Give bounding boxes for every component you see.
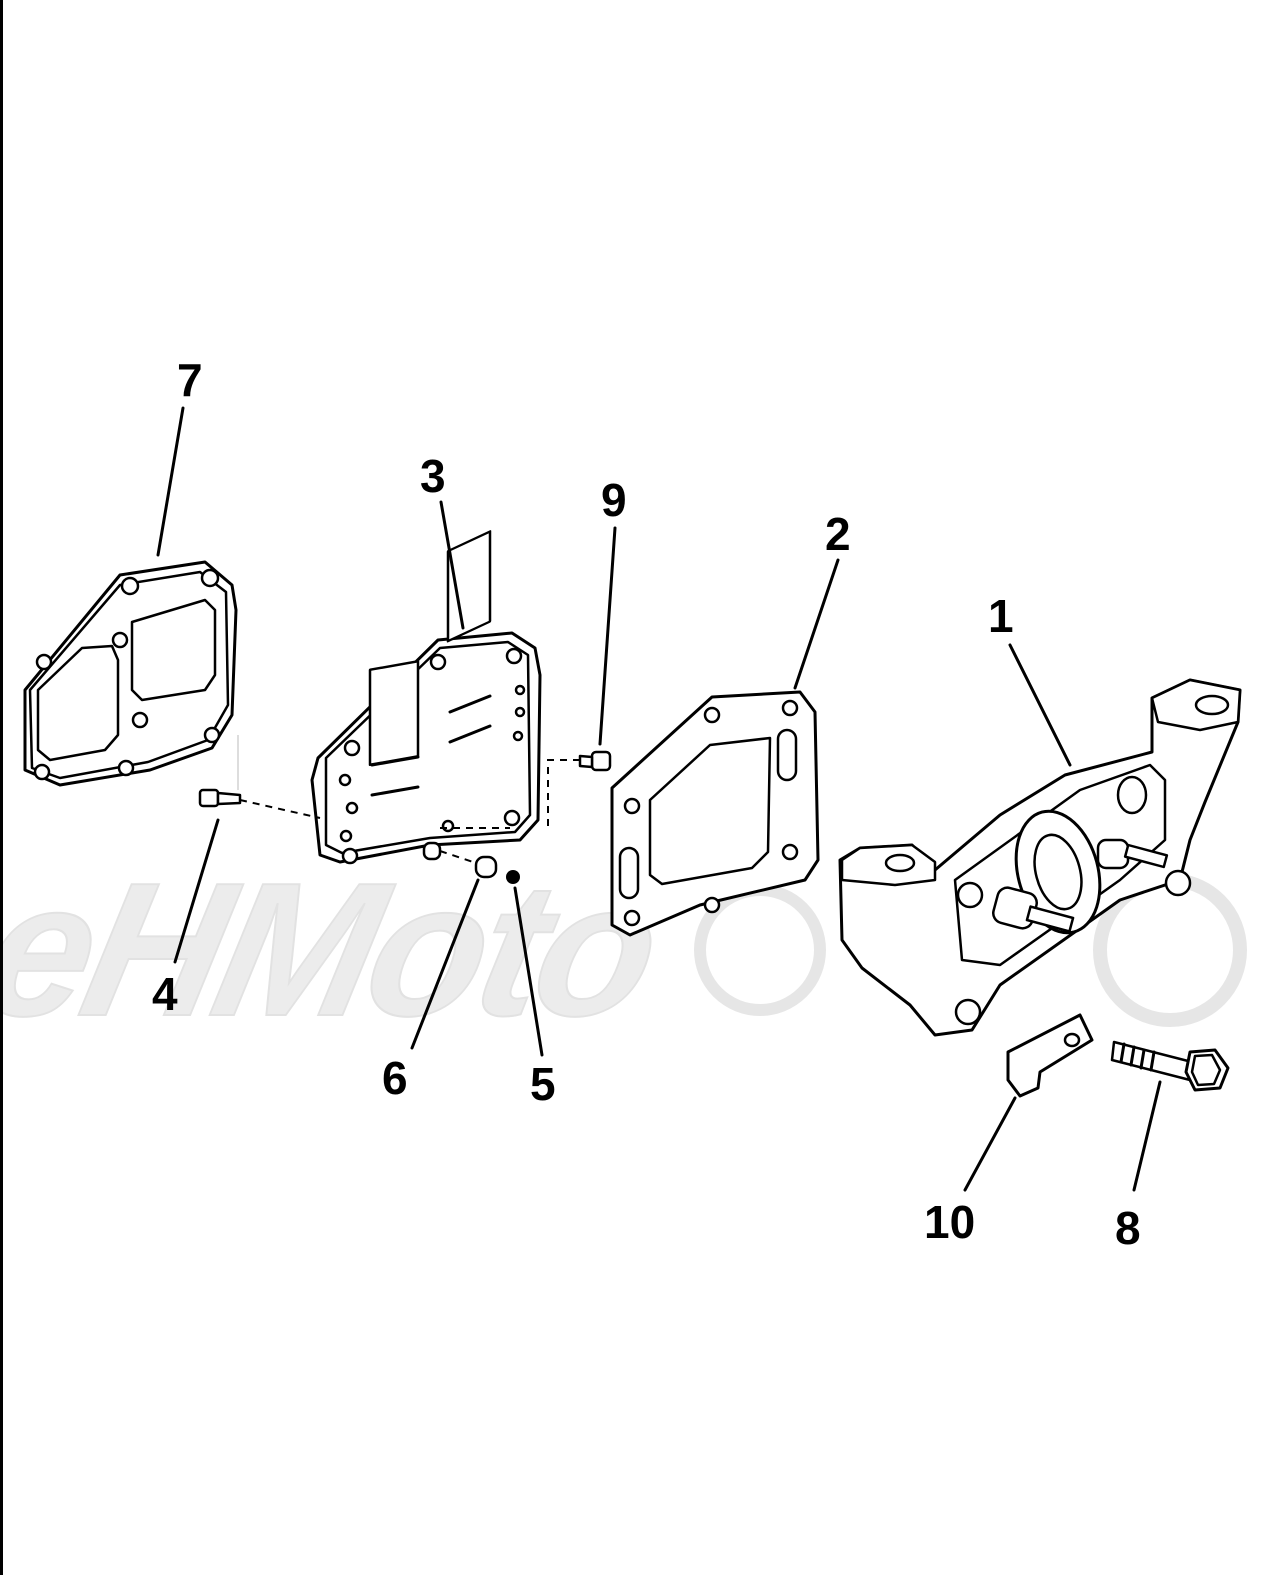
leader-4 (173, 818, 220, 964)
callout-10: 10 (924, 1196, 975, 1248)
leader-1 (1008, 643, 1072, 767)
callout-5: 5 (530, 1058, 556, 1110)
leader-3 (439, 500, 465, 630)
part-2-gasket (610, 690, 820, 937)
leader-10 (963, 1096, 1017, 1192)
part-8-bolt (1110, 1040, 1230, 1092)
part-4-screw (198, 735, 321, 819)
part-7-gasket (23, 560, 238, 787)
callout-3: 3 (420, 450, 446, 502)
leader-8 (1132, 1080, 1162, 1192)
leader-lines (156, 406, 1162, 1192)
callout-9: 9 (601, 474, 627, 526)
leader-7 (156, 406, 185, 557)
part-10-clamp (1006, 1013, 1094, 1098)
part-9-screw (440, 750, 612, 829)
leader-6 (410, 878, 480, 1050)
watermark: AeHMoto (0, 842, 1247, 1057)
callout-8: 8 (1115, 1202, 1141, 1254)
callout-labels: 7 3 9 2 1 4 6 5 10 8 (152, 354, 1141, 1254)
leader-5 (513, 886, 544, 1057)
part-3-reed-valve (310, 530, 542, 865)
watermark-text: AeHMoto (0, 843, 673, 1056)
part-1-housing (838, 678, 1242, 1037)
callout-2: 2 (825, 508, 851, 560)
part-5-nut (506, 870, 520, 884)
leader-2 (793, 558, 840, 690)
frame-edge (0, 0, 3, 1575)
callout-1: 1 (988, 590, 1014, 642)
leader-9 (598, 526, 617, 746)
part-6-pin (422, 841, 498, 879)
callout-4: 4 (152, 968, 178, 1020)
callout-7: 7 (177, 354, 203, 406)
callout-6: 6 (382, 1052, 408, 1104)
